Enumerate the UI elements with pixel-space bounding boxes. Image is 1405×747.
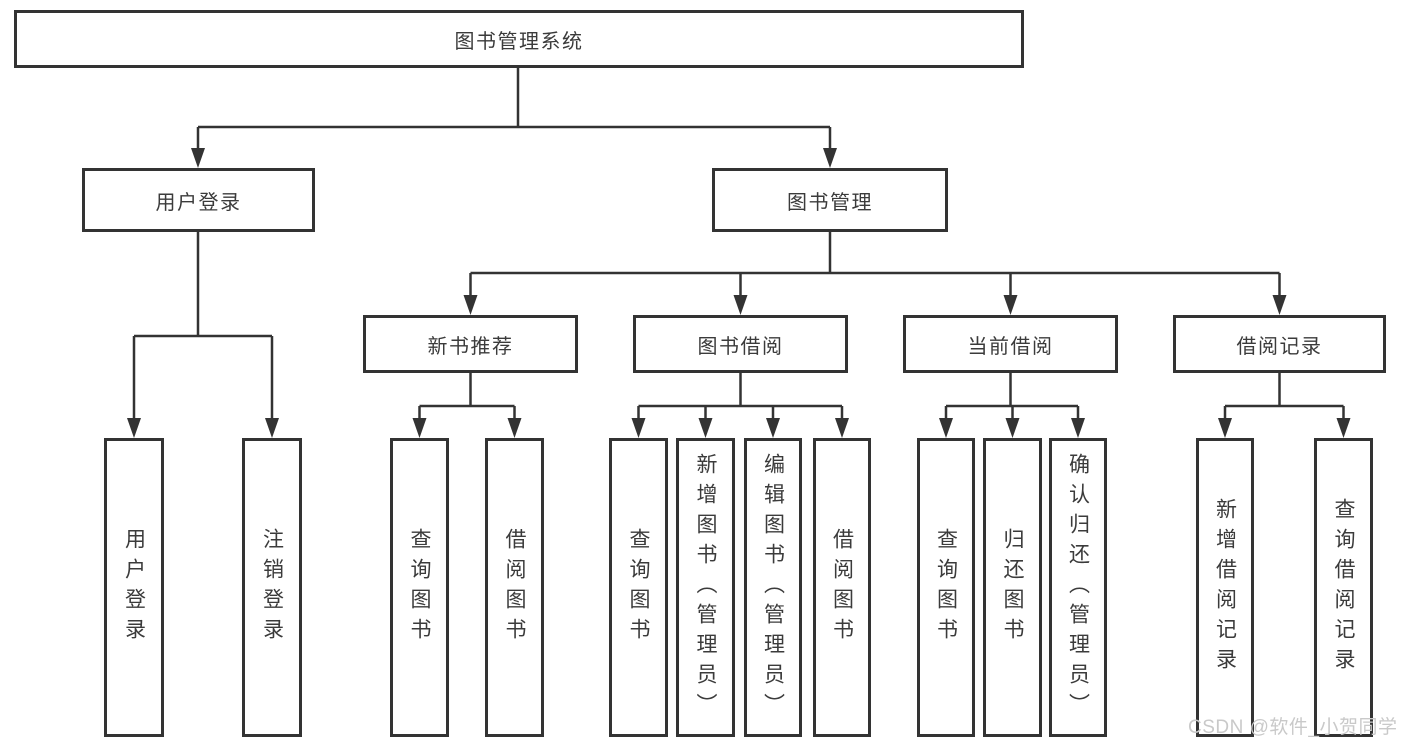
node-borrow-records: 借阅记录 xyxy=(1173,315,1386,373)
node-book-management: 图书管理 xyxy=(712,168,948,232)
arrowhead-icon xyxy=(823,148,837,168)
leaf-borrow-books-recommend: 借阅图书 xyxy=(485,438,544,737)
arrowhead-icon xyxy=(835,418,849,438)
arrowhead-icon xyxy=(507,418,522,438)
leaf-user-login: 用户登录 xyxy=(104,438,164,737)
arrowhead-icon xyxy=(631,418,646,438)
leaf-label: 查询图书 xyxy=(408,527,431,648)
arrowhead-icon xyxy=(412,418,427,438)
leaf-label: 借阅图书 xyxy=(503,527,526,648)
leaf-query-borrow-record: 查询借阅记录 xyxy=(1314,438,1373,737)
arrowhead-icons xyxy=(127,148,1351,438)
arrowhead-icon xyxy=(698,418,713,438)
leaf-query-books-recommend: 查询图书 xyxy=(390,438,449,737)
node-new-book-recommend: 新书推荐 xyxy=(363,315,578,373)
leaf-label: 查询图书 xyxy=(934,527,958,648)
arrowhead-icon xyxy=(766,418,780,438)
arrowhead-icon xyxy=(127,418,141,438)
arrowhead-icon xyxy=(1218,418,1232,438)
node-book-borrow: 图书借阅 xyxy=(633,315,848,373)
leaf-borrow-books: 借阅图书 xyxy=(813,438,871,737)
leaf-label: 注销登录 xyxy=(260,527,284,648)
arrowhead-icon xyxy=(191,148,205,168)
arrowhead-icon xyxy=(939,418,953,438)
leaf-add-book-admin: 新增图书（管理员） xyxy=(676,438,735,737)
leaf-logout: 注销登录 xyxy=(242,438,302,737)
leaf-label: 查询借阅记录 xyxy=(1332,497,1355,678)
leaf-query-books-borrow: 查询图书 xyxy=(609,438,668,737)
leaf-add-borrow-record: 新增借阅记录 xyxy=(1196,438,1254,737)
leaf-label: 借阅图书 xyxy=(830,527,854,648)
tree-branch-lines xyxy=(132,68,1345,422)
leaf-label: 编辑图书（管理员） xyxy=(761,452,785,723)
csdn-watermark: CSDN @软件_小贺同学 xyxy=(1188,717,1398,738)
node-root: 图书管理系统 xyxy=(14,10,1024,68)
arrowhead-icon xyxy=(1003,295,1018,315)
leaf-confirm-return-admin: 确认归还（管理员） xyxy=(1049,438,1107,737)
leaf-query-books-current: 查询图书 xyxy=(917,438,975,737)
leaf-label: 新增图书（管理员） xyxy=(694,452,717,723)
arrowhead-icon xyxy=(1071,418,1085,438)
leaf-label: 查询图书 xyxy=(627,527,650,648)
node-user-login: 用户登录 xyxy=(82,168,315,232)
leaf-label: 新增借阅记录 xyxy=(1213,497,1237,678)
leaf-label: 用户登录 xyxy=(122,527,146,648)
arrowhead-icon xyxy=(463,295,478,315)
node-current-borrow: 当前借阅 xyxy=(903,315,1118,373)
leaf-return-books: 归还图书 xyxy=(983,438,1042,737)
leaf-label: 归还图书 xyxy=(1001,527,1024,648)
arrowhead-icon xyxy=(265,418,279,438)
arrowhead-icon xyxy=(1272,295,1287,315)
arrowhead-icon xyxy=(733,295,748,315)
leaf-edit-book-admin: 编辑图书（管理员） xyxy=(744,438,802,737)
leaf-label: 确认归还（管理员） xyxy=(1066,452,1090,723)
arrowhead-icon xyxy=(1005,418,1020,438)
arrowhead-icon xyxy=(1336,418,1351,438)
